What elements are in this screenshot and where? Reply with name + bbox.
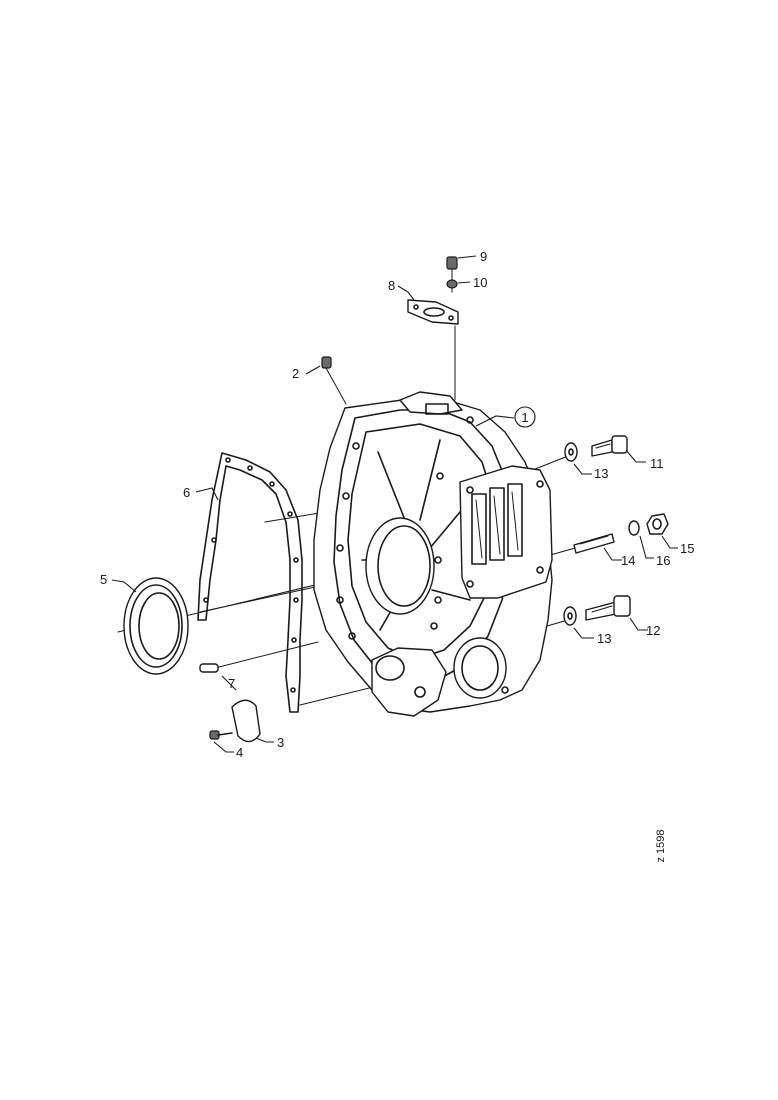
stud-nut (646, 513, 669, 535)
callout-12: 12 (646, 623, 660, 638)
crankshaft-seal (123, 577, 189, 675)
stud-bolt (573, 533, 615, 554)
leader-lines (111, 255, 678, 753)
callout-2: 2 (292, 366, 299, 381)
callout-8: 8 (388, 278, 395, 293)
lower-bolt (585, 595, 631, 621)
lower-washer (563, 606, 577, 626)
top-cover-gasket (407, 299, 459, 325)
callout-labels: 1 2 3 4 5 6 7 8 9 10 11 12 13 13 14 15 1… (100, 249, 694, 760)
callout-circle-1 (514, 406, 536, 428)
callout-15: 15 (680, 541, 694, 556)
drawing-reference-code: z 1598 (655, 829, 667, 862)
flywheel-housing (313, 391, 553, 717)
upper-bolt (591, 435, 628, 457)
callout-1: 1 (521, 410, 528, 425)
dowel-pin (199, 663, 219, 673)
upper-washer (564, 442, 578, 462)
cover-screw (209, 730, 233, 740)
housing-gasket (197, 452, 303, 713)
callout-11: 11 (650, 456, 664, 471)
plug-screw (321, 356, 347, 405)
callout-13-lower: 13 (597, 631, 611, 646)
callout-4: 4 (236, 745, 243, 760)
callout-3: 3 (277, 735, 284, 750)
callout-16: 16 (656, 553, 670, 568)
top-washer (446, 279, 458, 289)
callout-9: 9 (480, 249, 487, 264)
stud-washer (628, 520, 640, 536)
callout-14: 14 (621, 553, 635, 568)
cover-plate (231, 699, 261, 743)
callout-13-upper: 13 (594, 466, 608, 481)
callout-6: 6 (183, 485, 190, 500)
top-plug (446, 256, 458, 270)
callout-7: 7 (228, 676, 235, 691)
callout-5: 5 (100, 572, 107, 587)
callout-10: 10 (473, 275, 487, 290)
